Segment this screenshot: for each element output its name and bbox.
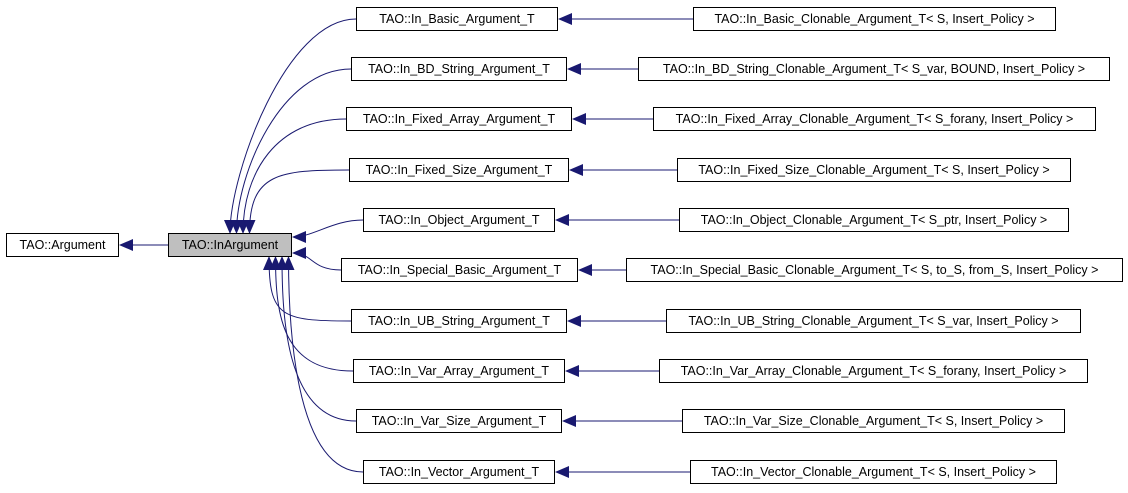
edge-middle-9-to-inargument xyxy=(282,256,364,473)
node-in-bd-string-argument-t[interactable]: TAO::In_BD_String_Argument_T xyxy=(351,57,567,81)
node-in-var-array-argument-t[interactable]: TAO::In_Var_Array_Argument_T xyxy=(353,359,565,383)
edge-middle-1-to-inargument xyxy=(230,68,352,234)
edge-middle-0-to-inargument xyxy=(224,18,357,234)
node-in-var-size-clonable-argument-t[interactable]: TAO::In_Var_Size_Clonable_Argument_T< S,… xyxy=(682,409,1065,433)
edge-middle-3-to-inargument xyxy=(243,169,350,234)
node-in-object-argument-t[interactable]: TAO::In_Object_Argument_T xyxy=(363,208,555,232)
node-in-bd-string-clonable-argument-t[interactable]: TAO::In_BD_String_Clonable_Argument_T< S… xyxy=(638,57,1110,81)
node-in-basic-clonable-argument-t[interactable]: TAO::In_Basic_Clonable_Argument_T< S, In… xyxy=(693,7,1056,31)
node-in-var-size-argument-t[interactable]: TAO::In_Var_Size_Argument_T xyxy=(356,409,562,433)
node-in-fixed-array-clonable-argument-t[interactable]: TAO::In_Fixed_Array_Clonable_Argument_T<… xyxy=(653,107,1096,131)
node-in-ub-string-argument-t[interactable]: TAO::In_UB_String_Argument_T xyxy=(351,309,567,333)
node-in-special-basic-argument-t[interactable]: TAO::In_Special_Basic_Argument_T xyxy=(341,258,578,282)
edge-middle-8-to-inargument xyxy=(276,256,357,422)
node-tao-inargument[interactable]: TAO::InArgument xyxy=(168,233,292,257)
edge-middle-2-to-inargument xyxy=(237,118,347,234)
edge-middle-7-to-inargument xyxy=(269,256,354,372)
node-in-fixed-size-argument-t[interactable]: TAO::In_Fixed_Size_Argument_T xyxy=(349,158,569,182)
edge-middle-6-to-inargument xyxy=(263,256,352,322)
edge-middle-5-to-inargument xyxy=(292,247,342,271)
node-in-special-basic-clonable-argument-t[interactable]: TAO::In_Special_Basic_Clonable_Argument_… xyxy=(626,258,1123,282)
edge-middle-4-to-inargument xyxy=(292,219,364,243)
node-in-vector-clonable-argument-t[interactable]: TAO::In_Vector_Clonable_Argument_T< S, I… xyxy=(690,460,1057,484)
node-tao-argument[interactable]: TAO::Argument xyxy=(6,233,119,257)
node-in-fixed-size-clonable-argument-t[interactable]: TAO::In_Fixed_Size_Clonable_Argument_T< … xyxy=(677,158,1071,182)
node-in-fixed-array-argument-t[interactable]: TAO::In_Fixed_Array_Argument_T xyxy=(346,107,572,131)
node-in-vector-argument-t[interactable]: TAO::In_Vector_Argument_T xyxy=(363,460,555,484)
node-in-var-array-clonable-argument-t[interactable]: TAO::In_Var_Array_Clonable_Argument_T< S… xyxy=(659,359,1088,383)
node-in-object-clonable-argument-t[interactable]: TAO::In_Object_Clonable_Argument_T< S_pt… xyxy=(679,208,1069,232)
node-in-basic-argument-t[interactable]: TAO::In_Basic_Argument_T xyxy=(356,7,558,31)
node-in-ub-string-clonable-argument-t[interactable]: TAO::In_UB_String_Clonable_Argument_T< S… xyxy=(666,309,1081,333)
